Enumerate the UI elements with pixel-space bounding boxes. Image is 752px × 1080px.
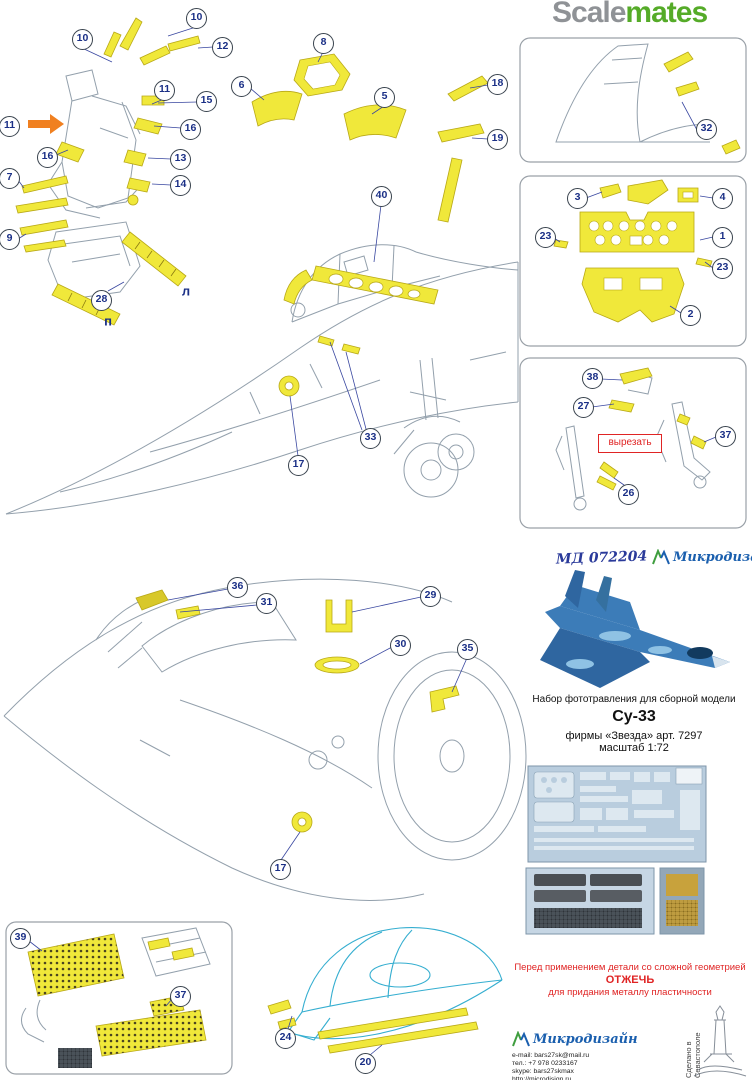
callout-11: 11 — [154, 80, 175, 101]
product-title: Су-33 — [612, 708, 656, 725]
callout-16: 16 — [37, 147, 58, 168]
brand-logo-top: Микродизайн — [652, 549, 752, 565]
callout-26: 26 — [618, 484, 639, 505]
seat-pe-parts — [15, 17, 201, 326]
product-block: Набор фототравления для сборной модели С… — [520, 694, 748, 754]
callout-10: 10 — [186, 8, 207, 29]
product-scale: масштаб 1:72 — [599, 742, 669, 754]
contact-block: e-mail: bars27sk@mail.ru тел.: +7 978 02… — [512, 1052, 589, 1080]
callout-39: 39 — [10, 928, 31, 949]
product-firm: фирмы «Звезда» арт. 7297 — [565, 730, 703, 742]
callout-38: 38 — [582, 368, 603, 389]
brand-name: Микродизайн — [533, 1031, 638, 1047]
annealing-warning: Перед применением детали со сложной геом… — [512, 962, 748, 998]
callout-5: 5 — [374, 87, 395, 108]
callout-31: 31 — [256, 593, 277, 614]
brand-logo-bottom: Микродизайн — [512, 1031, 638, 1047]
product-code: МД 072204 — [555, 548, 648, 568]
product-intro: Набор фототравления для сборной модели — [532, 694, 736, 705]
leader-lines — [17, 26, 717, 1056]
aircraft-nose-drawing — [5, 244, 519, 515]
callout-1: 1 — [712, 227, 733, 248]
callout-4: 4 — [712, 188, 733, 209]
part-side-label-п: п — [104, 313, 112, 329]
callout-36: 36 — [227, 577, 248, 598]
pe-fret-brass — [659, 867, 705, 935]
callout-10: 10 — [72, 29, 93, 50]
callout-15: 15 — [196, 91, 217, 112]
brand-name: Микродизайн — [673, 549, 752, 565]
callout-37: 37 — [715, 426, 736, 447]
canopy-pe-strips — [267, 999, 479, 1054]
pe-fret-photo — [527, 765, 707, 863]
contact-skype: skype: bars27skmax — [512, 1068, 574, 1076]
callout-33: 33 — [360, 428, 381, 449]
callout-7: 7 — [0, 168, 20, 189]
callout-20: 20 — [355, 1053, 376, 1074]
cut-here-label: вырезать — [598, 434, 662, 453]
detail-box-frames — [5, 37, 747, 1075]
callout-14: 14 — [170, 175, 191, 196]
fuselage-rear-view-drawing — [3, 578, 527, 901]
su33-model-image — [540, 570, 730, 688]
callout-27: 27 — [573, 397, 594, 418]
watermark-part1: Scale — [552, 0, 626, 29]
warning-line1: Перед применением детали со сложной геом… — [514, 962, 746, 973]
callout-18: 18 — [487, 74, 508, 95]
fuselage-pe-parts — [278, 265, 439, 397]
canopy-drawing — [287, 927, 503, 1041]
canopy-pe-parts — [251, 53, 489, 223]
callout-6: 6 — [231, 76, 252, 97]
callout-17: 17 — [288, 455, 309, 476]
callout-12: 12 — [212, 37, 233, 58]
watermark-part2: mates — [625, 0, 708, 29]
callout-13: 13 — [170, 149, 191, 170]
callout-40: 40 — [371, 186, 392, 207]
pe-fret-dark-parts — [525, 867, 655, 935]
orange-arrow — [28, 114, 64, 134]
callout-3: 3 — [567, 188, 588, 209]
contact-email: e-mail: bars27sk@mail.ru — [512, 1052, 590, 1059]
callout-23: 23 — [712, 258, 733, 279]
brand-icon — [652, 549, 670, 565]
monument-drawing — [693, 1005, 747, 1077]
callout-29: 29 — [420, 586, 441, 607]
callout-28: 28 — [91, 290, 112, 311]
callout-32: 32 — [696, 119, 717, 140]
warning-emphasis: ОТЖЕЧЬ — [605, 974, 655, 986]
contact-website: http://microdisign.ru — [512, 1076, 572, 1080]
callout-30: 30 — [390, 635, 411, 656]
callout-37: 37 — [170, 986, 191, 1007]
rear-view-pe-parts — [135, 589, 460, 833]
scalemates-watermark: Scalemates — [552, 0, 708, 30]
callout-23: 23 — [535, 227, 556, 248]
contact-phone: тел.: +7 978 0233167 — [512, 1060, 578, 1068]
callout-19: 19 — [487, 129, 508, 150]
callout-11: 11 — [0, 116, 20, 137]
gear-leg-parts — [555, 367, 711, 511]
callout-35: 35 — [457, 639, 478, 660]
callout-8: 8 — [313, 33, 334, 54]
brand-icon — [512, 1031, 530, 1047]
callout-2: 2 — [680, 305, 701, 326]
callout-9: 9 — [0, 229, 20, 250]
instrument-panel-parts — [553, 179, 713, 323]
callout-16: 16 — [180, 119, 201, 140]
part-side-label-л: л — [181, 283, 191, 299]
nose-gear-drawing — [393, 357, 475, 498]
made-in-label: Сделано в Севастополе — [684, 1032, 702, 1078]
callout-17: 17 — [270, 859, 291, 880]
callout-24: 24 — [275, 1028, 296, 1049]
warning-line2: для придания металлу пластичности — [548, 987, 712, 998]
